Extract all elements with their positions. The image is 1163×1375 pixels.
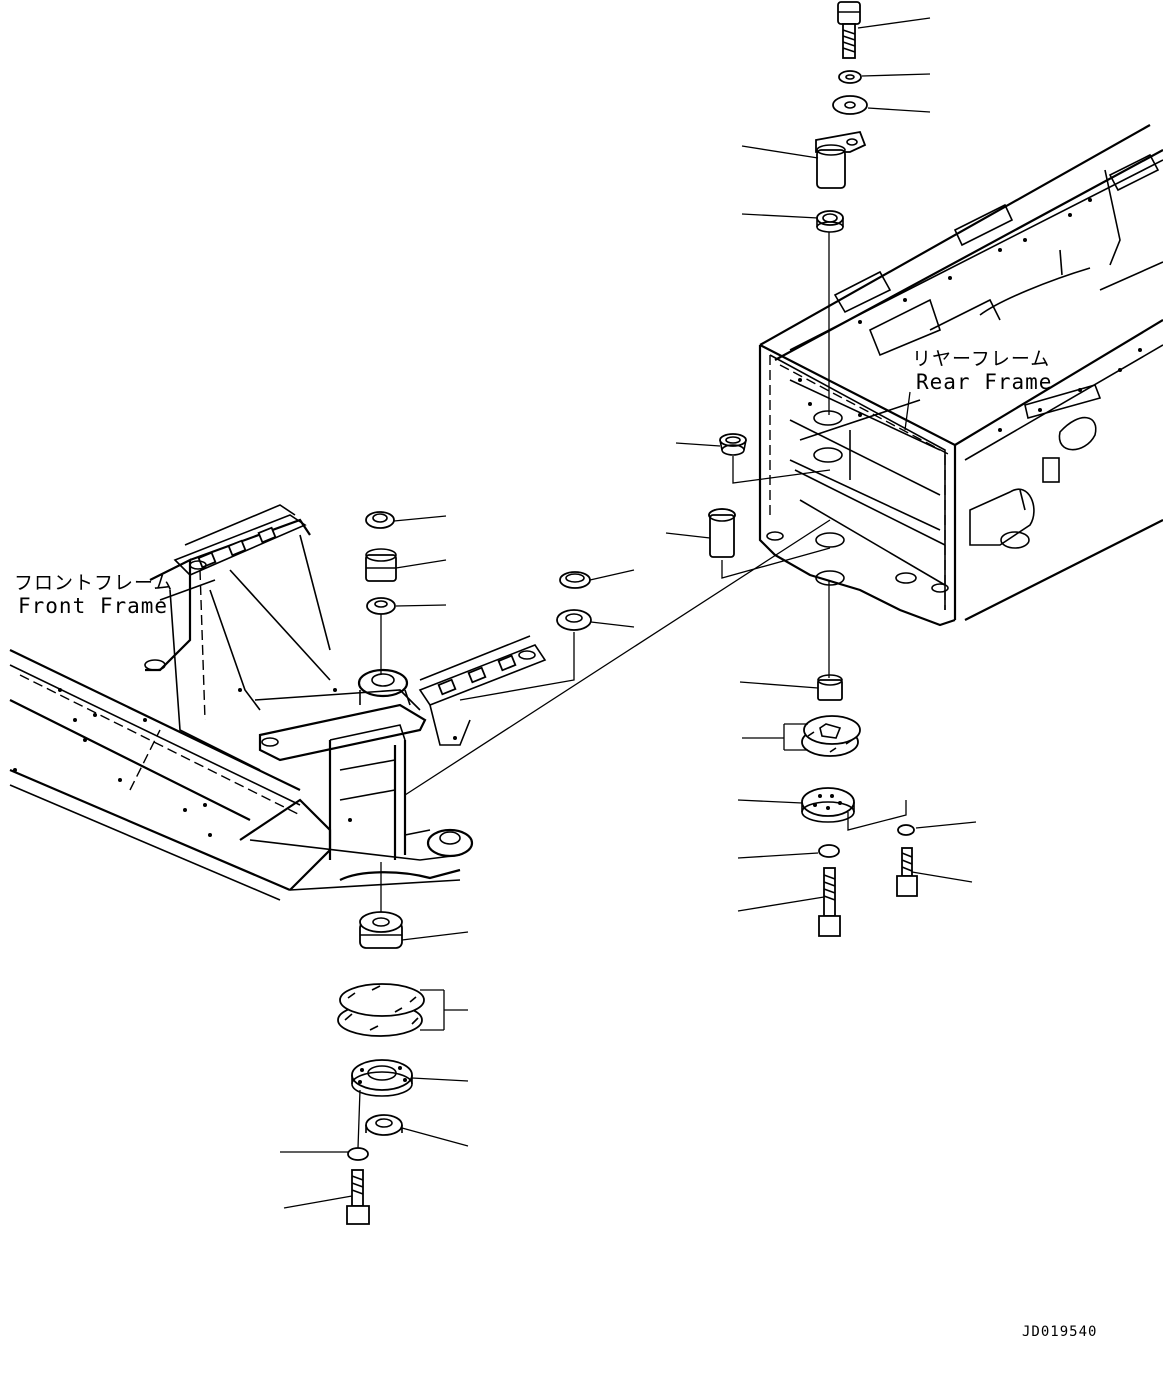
front-upper-bearing xyxy=(366,597,396,615)
front-lower-bushing xyxy=(359,911,403,949)
rear-plate-bolt xyxy=(896,847,918,897)
front-frame-label-jp: フロントフレーム xyxy=(14,572,174,594)
rear-lower-bolt xyxy=(818,867,841,937)
drawing-id: JD019540 xyxy=(1022,1324,1098,1340)
upper-bolt xyxy=(837,1,861,59)
front-frame-label-en: Front Frame xyxy=(18,594,169,618)
rear-lower-bushing xyxy=(817,674,843,701)
rear-frame-drawing xyxy=(758,124,1163,627)
rear-frame-label-en: Rear Frame xyxy=(916,370,1053,394)
rear-spacer xyxy=(719,433,747,456)
rear-plate-washer xyxy=(897,824,915,836)
front-upper-seal xyxy=(365,511,395,529)
front-washer xyxy=(347,1147,369,1161)
front-lower-bolt xyxy=(346,1169,370,1225)
front-side-seal xyxy=(559,571,591,589)
rear-frame-label-jp: リヤーフレーム xyxy=(912,348,1051,370)
rear-washer xyxy=(818,844,840,858)
upper-lock-washer xyxy=(838,70,862,84)
rear-lower-pin xyxy=(708,508,736,558)
callout-leaders xyxy=(280,17,977,1209)
front-shim-plates xyxy=(337,983,425,1037)
rear-shim-plates xyxy=(801,715,861,757)
rear-retainer-plate xyxy=(801,787,855,823)
front-upper-bushing xyxy=(365,548,397,582)
front-lower-bearing xyxy=(365,1114,403,1136)
upper-pin xyxy=(815,130,867,189)
front-frame-drawing xyxy=(9,504,547,901)
front-retainer-plate xyxy=(351,1059,413,1097)
upper-washer xyxy=(832,95,868,115)
upper-bushing xyxy=(816,210,844,233)
front-side-bearing xyxy=(556,609,592,631)
assembly-line xyxy=(404,519,831,796)
